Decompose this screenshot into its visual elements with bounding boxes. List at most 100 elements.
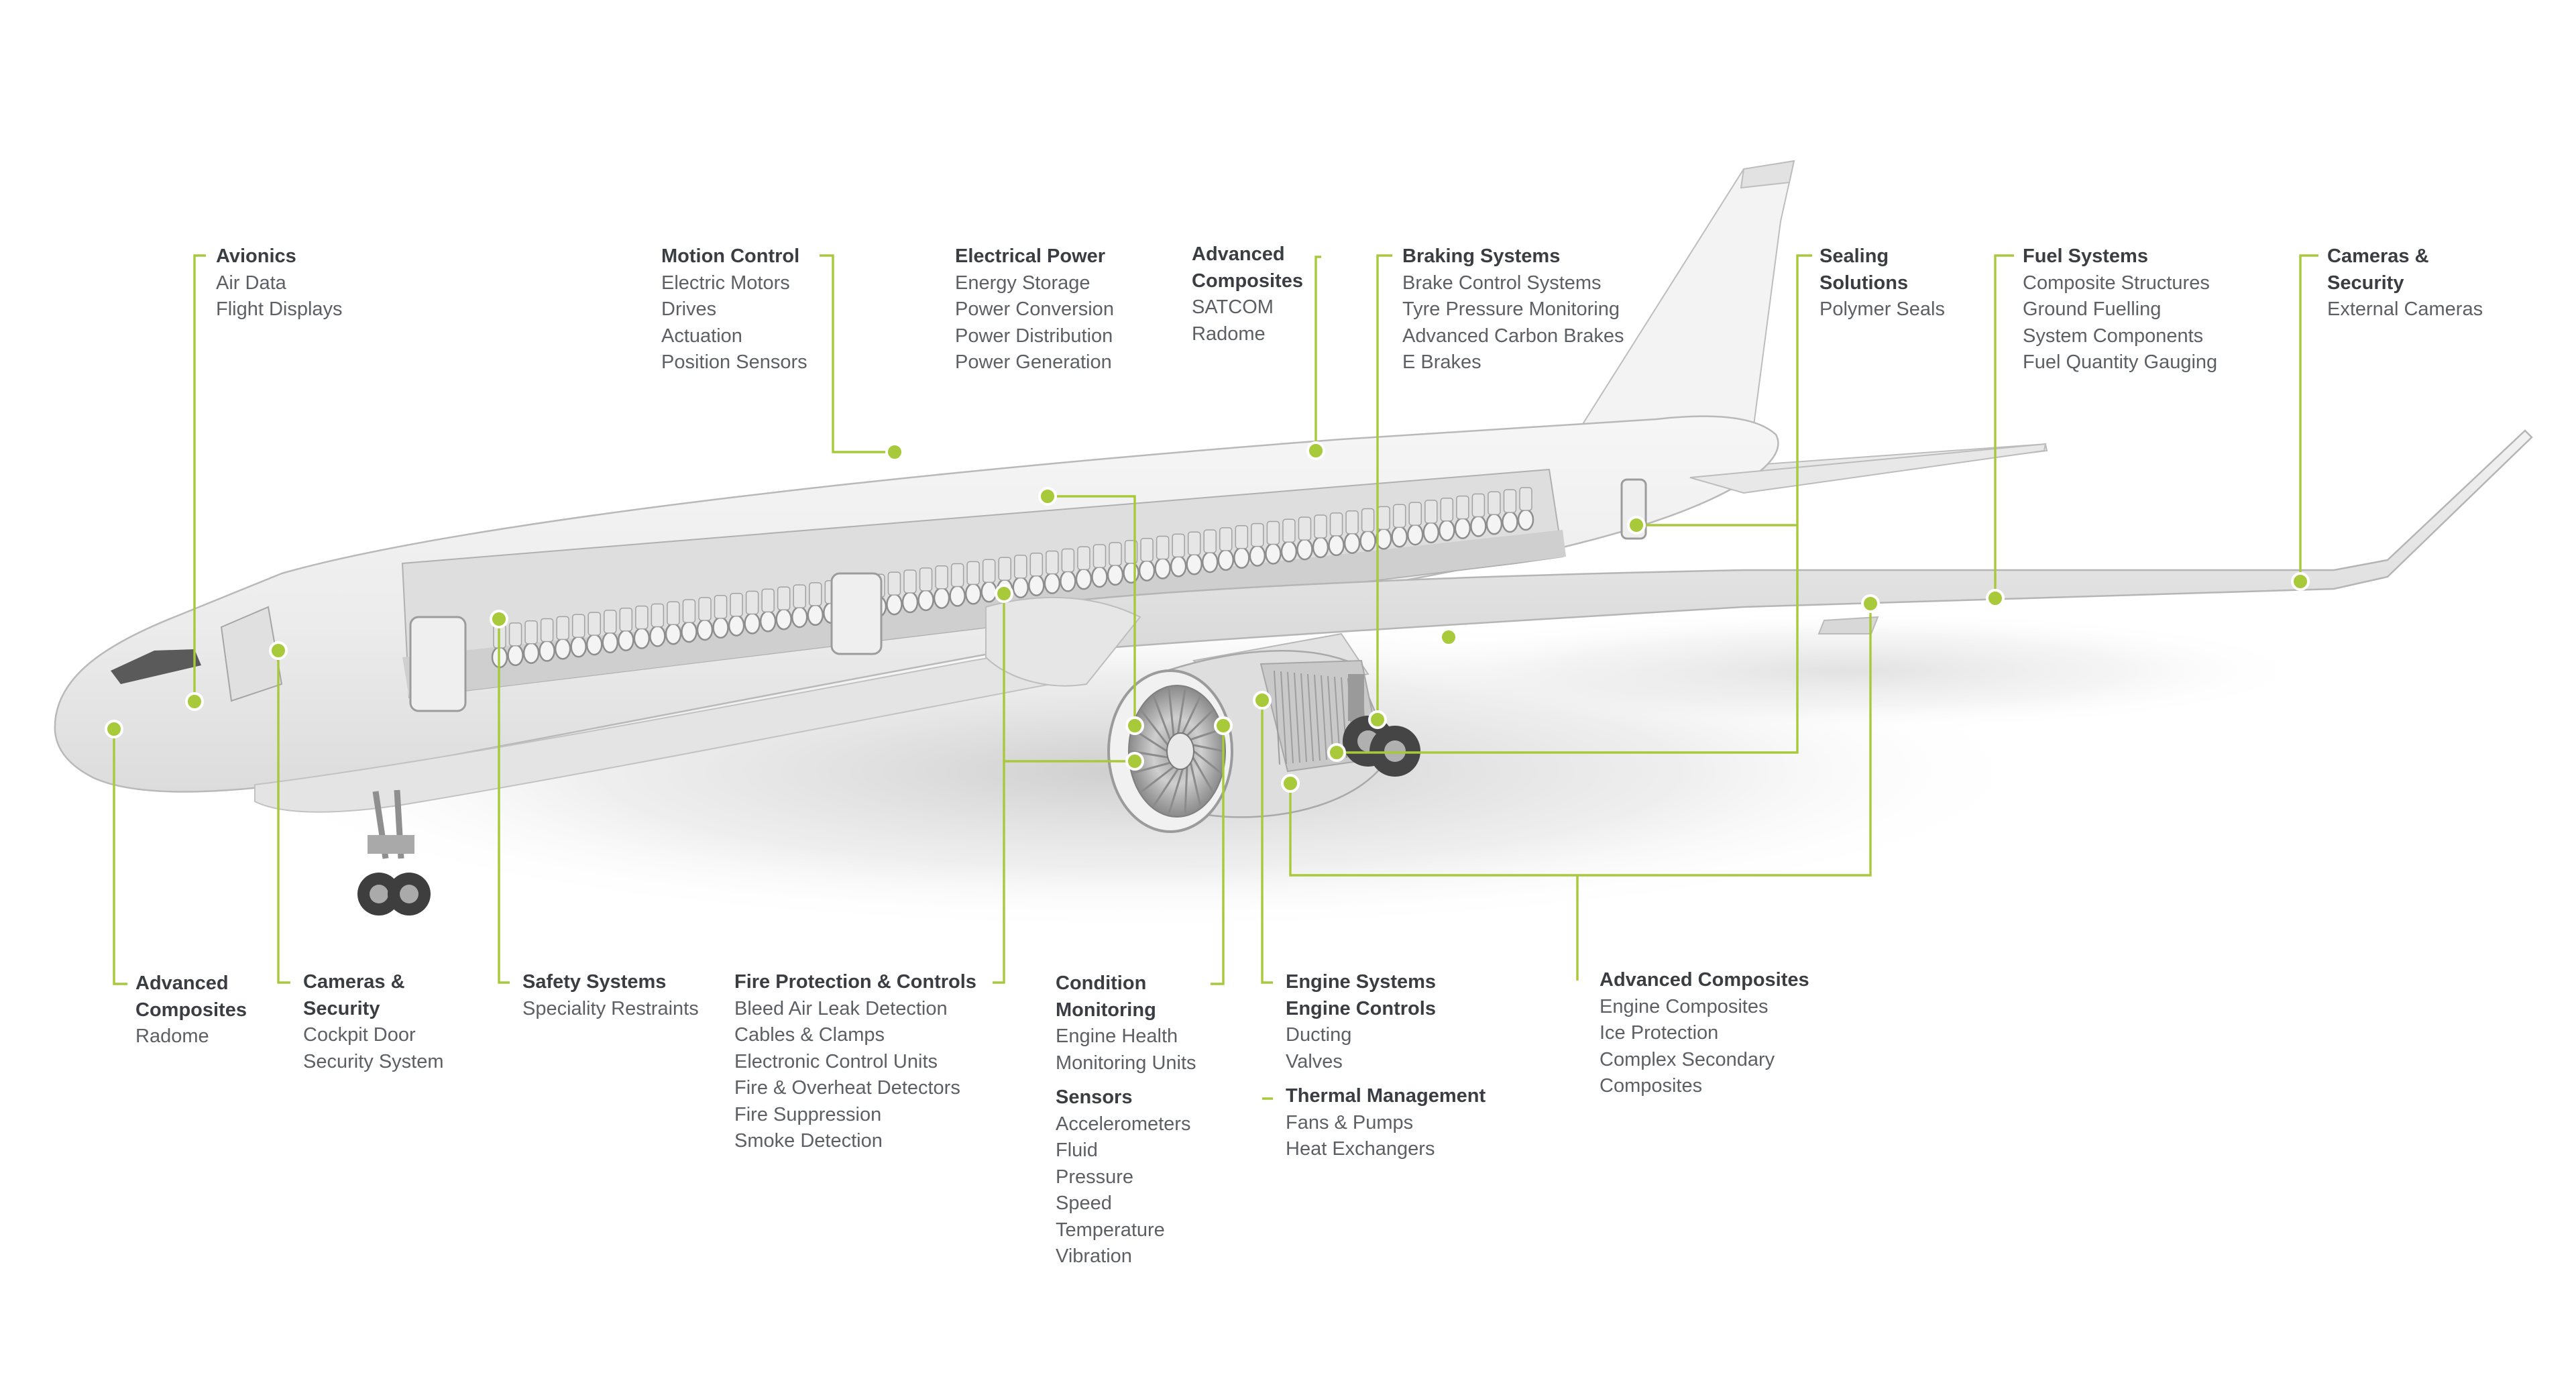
callout-item: External Cameras [2327,298,2483,320]
seat-back [1440,498,1454,522]
callout-title: Advanced [135,973,229,994]
callout-advanced-composites-engine: Advanced Composites Engine Composites Ic… [1600,967,1809,1100]
seat-back [1140,537,1154,562]
seat [570,635,587,658]
callout-item: Ducting [1286,1024,1352,1046]
callout-title: Security [2327,272,2404,294]
seat-back [950,563,964,588]
callout-advanced-composites-radome: Advanced Composites Radome [135,970,247,1050]
callout-title: Monitoring [1056,999,1156,1021]
radome-leader [113,729,127,985]
callout-cameras-external: Cameras & Security External Cameras [2327,243,2483,323]
callout-item: Accelerometers [1056,1113,1191,1135]
seat [1091,565,1108,588]
seat-back [809,582,822,606]
seat-back [1392,504,1406,528]
seat-back [1503,489,1517,513]
callout-dot [995,584,1013,603]
callout-item: Security System [303,1050,444,1072]
callout-item: Power Generation [955,351,1112,373]
callout-title: Avionics [216,245,296,267]
callout-item: Tyre Pressure Monitoring [1402,298,1620,320]
seat [1391,525,1408,548]
seat-back [998,557,1011,581]
callout-advanced-composites-satcom: Advanced Composites SATCOM Radome [1192,241,1303,347]
engine-core-line [1307,673,1314,762]
avionics-leader [193,254,206,702]
seat-back [587,612,601,636]
callout-dot [185,692,204,711]
satcom-leader [1314,256,1321,451]
seat-back [1329,512,1343,537]
callout-dot [490,610,508,628]
callout-item: SATCOM [1192,296,1274,318]
callout-item: Fire Suppression [734,1103,882,1125]
seat-back [524,620,538,645]
seat [1359,530,1376,552]
callout-lines [113,254,2318,1100]
seat-back [1488,491,1501,516]
seat [554,638,571,660]
seat [1312,536,1329,559]
seat [1170,555,1187,577]
seat [1454,517,1471,539]
fire-protection-leader [993,594,1135,984]
seat [1406,523,1424,546]
callout-item: Valves [1286,1050,1343,1072]
fuel-leader [1994,254,2014,598]
callout-item: Position Sensors [661,351,807,373]
door-front [409,616,467,712]
seat [602,631,619,654]
callout-dot [1253,691,1272,710]
electrical-power-leader [1048,495,1136,726]
seat-back [1298,516,1312,541]
seat-back [1235,525,1249,549]
fan-blade [1182,696,1202,734]
seat [1343,532,1361,554]
seat-back [1172,533,1185,558]
callout-electrical-power: Electrical Power Energy Storage Power Co… [955,243,1114,376]
seat-back [540,618,554,643]
seat-back [1377,506,1390,531]
callout-item: Cables & Clamps [734,1024,885,1046]
seat-back [508,622,522,647]
seat-back [1187,531,1201,555]
callout-dot [1986,589,2005,608]
callout-title: Motion Control [661,245,800,267]
fan-blade [1193,750,1222,774]
seat-back [556,616,569,641]
seat [1012,576,1029,599]
seat [759,610,777,632]
seat-back [903,569,917,594]
callout-engine-systems: Engine Systems Engine Controls Ducting V… [1286,969,1486,1163]
callout-motion-control: Motion Control Electric Motors Drives Ac… [661,243,807,376]
fan-blade [1184,767,1188,814]
callout-item: Fuel Quantity Gauging [2023,351,2218,373]
callout-avionics: Avionics Air Data Flight Displays [216,243,343,323]
callout-item: Engine Health [1056,1025,1178,1047]
callout-title: Cameras & [303,971,405,993]
cameras-external-leader [2299,254,2318,581]
callout-fuel-systems: Fuel Systems Composite Structures Ground… [2023,243,2217,376]
seat [522,642,540,664]
fan-blade [1192,744,1225,753]
callout-item: Drives [661,298,717,320]
callout-item: Monitoring Units [1056,1052,1196,1074]
seat [1328,534,1345,557]
fan-blade [1189,763,1202,807]
seat-back [1471,493,1486,518]
callout-title: Advanced Composites [1600,969,1809,991]
callout-title: Electrical Power [955,245,1106,267]
advanced-composites-engine-leader [1289,604,1872,981]
callout-title: Engine Controls [1286,997,1436,1019]
callout-item: Composite Structures [2023,272,2210,294]
main-landing-gear [1343,674,1420,777]
seat [949,585,966,607]
door-mid [830,572,883,655]
callout-safety-systems: Safety Systems Speciality Restraints [522,969,699,1022]
callout-dot [1439,628,1458,647]
callout-item: Heat Exchangers [1286,1138,1435,1160]
callout-item: Power Conversion [955,298,1114,320]
seat [775,608,792,630]
